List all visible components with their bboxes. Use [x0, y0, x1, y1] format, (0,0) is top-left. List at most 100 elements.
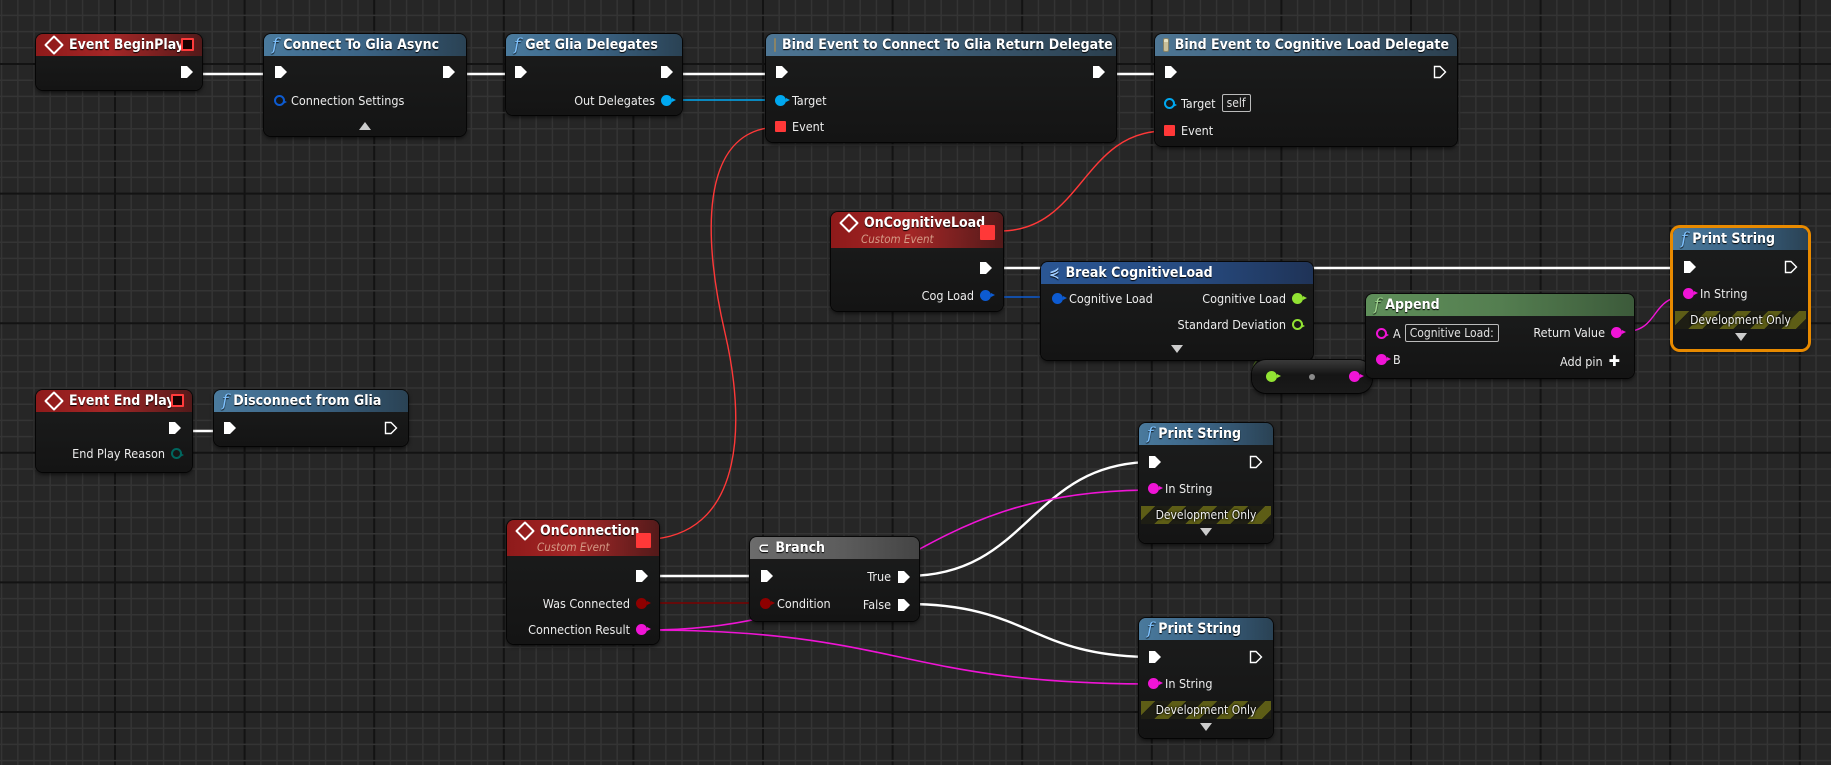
return-value-pin[interactable]: Return Value [1527, 325, 1626, 340]
float-to-string-conversion-node[interactable] [1252, 360, 1372, 393]
pin-label: Event [792, 119, 825, 134]
break-struct-icon: ⋞ [1049, 265, 1060, 281]
add-pin-button[interactable]: Add pin ✚ [1560, 352, 1620, 370]
exec-in-pin[interactable] [514, 65, 528, 79]
bind-event-icon [1163, 38, 1169, 52]
false-exec-pin[interactable]: False [857, 597, 911, 612]
node-title: Connect To Glia Async [283, 37, 440, 53]
target-default-value[interactable]: self [1221, 94, 1251, 112]
cognitive-load-output-pin[interactable]: Cognitive Load [1196, 291, 1307, 306]
string-pin-icon[interactable] [1349, 371, 1364, 382]
target-pin[interactable]: Target [775, 93, 833, 108]
collapse-arrow-icon[interactable] [359, 122, 371, 130]
exec-pin-icon [636, 570, 648, 582]
pin-label: A [1393, 325, 1401, 341]
node-disconnect-from-glia[interactable]: f Disconnect from Glia [214, 390, 408, 446]
event-diamond-icon [44, 35, 64, 55]
condition-pin[interactable]: Condition [760, 596, 837, 611]
function-icon: f [514, 35, 521, 55]
development-only-banner: Development Only [1141, 701, 1271, 719]
node-on-cognitive-load[interactable]: OnCognitiveLoad Custom Event Cog Load [831, 212, 1003, 311]
exec-in-pin[interactable] [1683, 260, 1697, 274]
pin-label: In String [1700, 286, 1748, 301]
exec-in-pin[interactable] [775, 65, 789, 79]
target-pin[interactable]: Target self [1164, 94, 1251, 112]
exec-out-pin[interactable] [1433, 65, 1447, 79]
node-append[interactable]: f Append A Cognitive Load: B Return Valu… [1366, 294, 1634, 378]
event-pin[interactable]: Event [1164, 123, 1219, 138]
node-on-connection[interactable]: OnConnection Custom Event Was Connected … [507, 520, 659, 644]
exec-in-pin[interactable] [274, 65, 288, 79]
expand-arrow-icon[interactable] [1734, 333, 1747, 341]
node-title: Bind Event to Connect To Glia Return Del… [782, 37, 1113, 53]
exec-out-pin[interactable] [635, 569, 649, 583]
expand-arrow-icon[interactable] [1200, 528, 1212, 536]
exec-in-pin[interactable] [1148, 650, 1162, 664]
out-delegates-pin[interactable]: Out Delegates [568, 93, 676, 108]
exec-in-pin[interactable] [1164, 65, 1178, 79]
cognitive-load-input-pin[interactable]: Cognitive Load [1052, 291, 1159, 306]
exec-out-pin[interactable] [1784, 260, 1798, 274]
exec-pin-icon [776, 66, 788, 78]
node-break-cognitive-load[interactable]: ⋞ Break CognitiveLoad Cognitive Load Cog… [1041, 262, 1313, 360]
standard-deviation-pin[interactable]: Standard Deviation [1171, 317, 1305, 332]
in-string-pin[interactable]: In String [1683, 286, 1754, 301]
connection-result-pin[interactable]: Connection Result [522, 622, 651, 637]
delegate-output-pin[interactable] [181, 38, 194, 51]
node-print-string-false[interactable]: f Print String In String Development Onl… [1139, 618, 1273, 738]
string-pin-icon [636, 624, 651, 635]
delegate-output-pin[interactable] [980, 225, 995, 240]
node-bind-event-cognitive-load-delegate[interactable]: Bind Event to Cognitive Load Delegate Ta… [1155, 34, 1457, 146]
connection-settings-pin[interactable]: Connection Settings [274, 93, 410, 108]
exec-pin-icon [761, 570, 773, 582]
node-print-string-true[interactable]: f Print String In String Development Onl… [1139, 423, 1273, 543]
exec-out-pin[interactable] [1092, 65, 1106, 79]
pin-label: False [862, 597, 891, 612]
exec-out-pin[interactable] [168, 421, 182, 435]
node-get-glia-delegates[interactable]: f Get Glia Delegates Out Delegates [506, 34, 682, 115]
node-title: Append [1385, 297, 1440, 313]
node-branch[interactable]: ⊂ Branch Condition True False [750, 537, 919, 621]
node-header: ⊂ Branch [750, 537, 919, 559]
exec-in-pin[interactable] [1148, 455, 1162, 469]
event-pin[interactable]: Event [775, 119, 830, 134]
delegate-pin-icon [1164, 125, 1175, 136]
function-icon: f [1147, 424, 1154, 444]
node-bind-event-connect-delegate[interactable]: Bind Event to Connect To Glia Return Del… [766, 34, 1116, 142]
function-icon: f [1681, 229, 1688, 249]
in-string-pin[interactable]: In String [1148, 676, 1219, 691]
cog-load-pin[interactable]: Cog Load [916, 288, 995, 303]
node-header: OnConnection Custom Event [507, 520, 659, 556]
a-pin[interactable]: A Cognitive Load: [1376, 324, 1499, 342]
expand-arrow-icon[interactable] [1200, 723, 1212, 731]
node-connect-to-glia-async[interactable]: f Connect To Glia Async Connection Setti… [264, 34, 466, 136]
exec-out-pin[interactable] [384, 421, 398, 435]
node-event-end-play[interactable]: Event End Play End Play Reason [36, 390, 192, 472]
conversion-dot-icon [1309, 374, 1315, 380]
in-string-pin[interactable]: In String [1148, 481, 1219, 496]
exec-out-pin[interactable] [1249, 455, 1263, 469]
delegate-output-pin[interactable] [171, 394, 184, 407]
pin-label: Target [1181, 95, 1216, 111]
a-default-value-input[interactable]: Cognitive Load: [1404, 324, 1499, 342]
pin-label: Return Value [1533, 325, 1605, 340]
b-pin[interactable]: B [1376, 352, 1407, 367]
exec-out-pin[interactable] [442, 65, 456, 79]
exec-out-pin[interactable] [979, 261, 993, 275]
exec-in-pin[interactable] [760, 569, 774, 583]
exec-out-pin[interactable] [180, 65, 194, 79]
exec-out-pin[interactable] [1249, 650, 1263, 664]
node-event-beginplay[interactable]: Event BeginPlay [36, 34, 202, 90]
float-pin-icon[interactable] [1266, 371, 1281, 382]
true-exec-pin[interactable]: True [861, 569, 911, 584]
was-connected-pin[interactable]: Was Connected [537, 596, 651, 611]
expand-arrow-icon[interactable] [1171, 345, 1183, 353]
node-print-string-selected[interactable]: f Print String In String Development Onl… [1673, 228, 1808, 349]
string-pin-icon [1683, 288, 1698, 299]
end-play-reason-pin[interactable]: End Play Reason [66, 446, 184, 461]
exec-out-pin[interactable] [660, 65, 674, 79]
node-title: Print String [1158, 426, 1242, 442]
delegate-output-pin[interactable] [636, 533, 651, 548]
exec-in-pin[interactable] [223, 421, 237, 435]
custom-event-icon [515, 520, 535, 541]
